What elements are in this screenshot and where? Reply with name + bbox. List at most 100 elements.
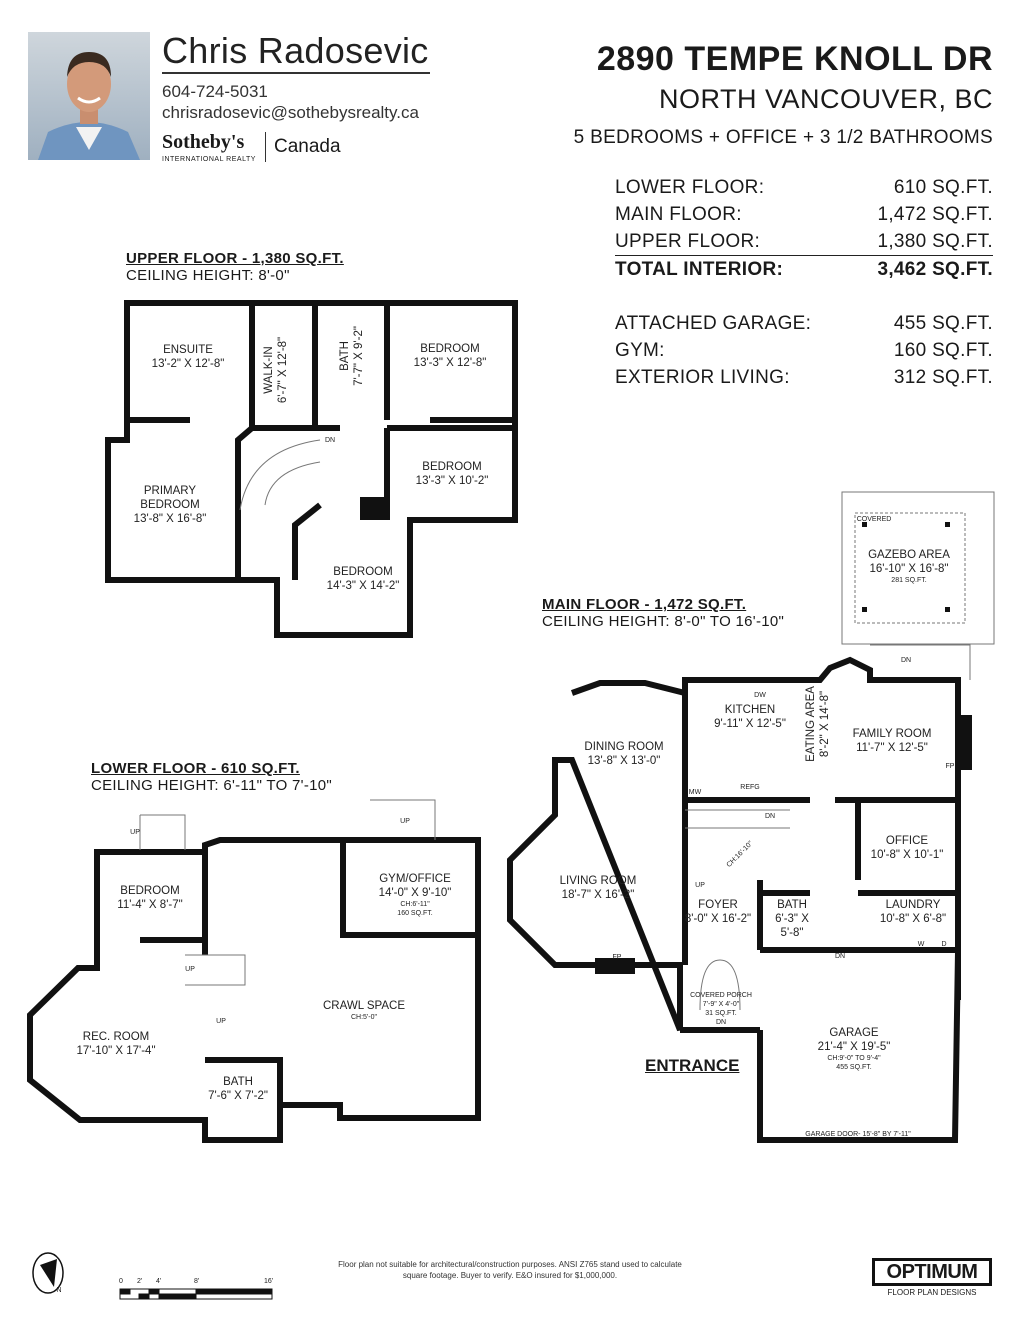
fridge-label: REFG [740,784,760,791]
dryer-label: D [941,941,947,948]
agent-email[interactable]: chrisradosevic@sothebysrealty.ca [162,103,419,122]
agent-photo [28,32,150,160]
north-label: N [56,1287,62,1294]
room-size: 21'-4" X 19'-5" [817,1041,891,1053]
room-name: OFFICE [885,835,929,847]
room-name: BEDROOM [120,885,180,897]
scale-bar [119,1288,273,1300]
room-size: 13'-8" X 13'-0" [587,755,661,767]
upper-floor-ceiling: CEILING HEIGHT: 8'-0" [126,267,290,284]
room-size: 7'-6" X 7'-2" [208,1090,268,1102]
main-floor-interior-walls [680,693,958,1033]
area-label: TOTAL INTERIOR: [615,259,784,280]
stair-label: DN [900,657,912,664]
room-name: WALK-IN [263,346,275,394]
room-name: BATH [339,341,351,371]
room-size: 6'-7" X 12'-8" [277,336,289,404]
stair-icon [685,809,790,829]
room-bedroom: BEDROOM 14'-3" X 14'-2" [327,565,400,593]
stair-icon [370,799,436,840]
room-name: BEDROOM [333,566,393,578]
area-label: GYM: [615,340,665,361]
stair-icon [185,954,246,986]
room-size: 13'-3" X 10'-2" [415,475,489,487]
main-floor-walls [507,656,961,1143]
room-name: BEDROOM [422,461,482,473]
upper-floor-title: UPPER FLOOR - 1,380 SQ.FT. [126,250,344,267]
stair-icon [139,814,186,850]
room-name: COVERED PORCH [690,992,752,999]
gazebo-covered-label: COVERED [856,516,892,523]
room-name: CRAWL SPACE [322,1000,406,1012]
property-city: NORTH VANCOUVER, BC [658,84,993,114]
room-size: 11'-4" X 8'-7" [117,899,183,911]
stair-label: DN [764,813,776,820]
upper-floor-chimney [360,500,388,520]
area-label: UPPER FLOOR: [615,231,761,252]
area-value: 3,462 SQ.FT. [877,259,993,280]
room-name: BATH [223,1076,253,1088]
property-address: 2890 TEMPE KNOLL DR [596,40,993,78]
room-size: 9'-11" X 12'-5" [714,718,786,730]
disclaimer: Floor plan not suitable for architectura… [338,1260,682,1280]
brokerage-logo: Sotheby's [162,131,245,153]
microwave-label: MW [688,789,702,796]
room-size: 13'-8" X 16'-8" [133,513,207,525]
lower-floor-interior-walls [140,840,478,1105]
lower-floor-title: LOWER FLOOR - 610 SQ.FT. [91,760,300,777]
area-row-garage: ATTACHED GARAGE:455 SQ.FT. [615,310,993,337]
area-row-upper: UPPER FLOOR:1,380 SQ.FT. [615,228,993,256]
area-label: ATTACHED GARAGE: [615,313,812,334]
room-dining: DINING ROOM 13'-8" X 13'-0" [584,740,663,768]
room-ceiling: CH:9'-0" TO 9'-4" [827,1055,881,1062]
entrance-label: ENTRANCE [645,1056,740,1075]
gazebo-covered-area [854,512,966,624]
stair-label: UP [400,818,410,825]
scale-tick: 2' [137,1278,143,1285]
scale-tick: 8' [194,1278,200,1285]
main-floor-title: MAIN FLOOR - 1,472 SQ.FT. [542,596,747,613]
north-arrow-icon [32,1252,64,1294]
room-name: DINING ROOM [584,741,664,753]
brokerage-logo-sub: INTERNATIONAL REALTY [162,156,256,163]
room-size: 14'-3" X 14'-2" [326,580,400,592]
stair-icon [870,644,971,680]
room-name: FAMILY ROOM [852,728,932,740]
stair-label: UP [216,1018,226,1025]
stair-label: UP [695,882,705,889]
area-row-total: TOTAL INTERIOR: 3,462 SQ.FT. [615,256,993,283]
area-value: 160 SQ.FT. [893,340,993,361]
divider [265,132,266,162]
fireplace-icon [958,715,972,770]
agent-name: Chris Radosevic [162,30,429,71]
room-lower-bath: BATH 7'-6" X 7'-2" [208,1075,268,1103]
room-size: 8'-2" X 14'-8" [819,690,831,758]
divider [162,72,430,74]
stair-label: DN [715,1019,727,1026]
gazebo-outline [841,491,995,645]
room-name: GYM/OFFICE [379,873,451,885]
stair-icon [264,461,321,506]
room-name: REC. ROOM [82,1031,150,1043]
stair-label: DN [324,437,336,444]
agent-phone[interactable]: 604-724-5031 [162,82,268,101]
room-size: 16'-10" X 16'-8" [869,563,949,575]
room-name: KITCHEN [724,704,776,716]
room-size: 13'-3" X 12'-8" [413,357,487,369]
area-value: 1,472 SQ.FT. [877,204,993,225]
area-value: 610 SQ.FT. [893,177,993,198]
room-name: BATH [777,899,807,911]
lower-floor-header: LOWER FLOOR - 610 SQ.FT. CEILING HEIGHT:… [91,760,332,794]
